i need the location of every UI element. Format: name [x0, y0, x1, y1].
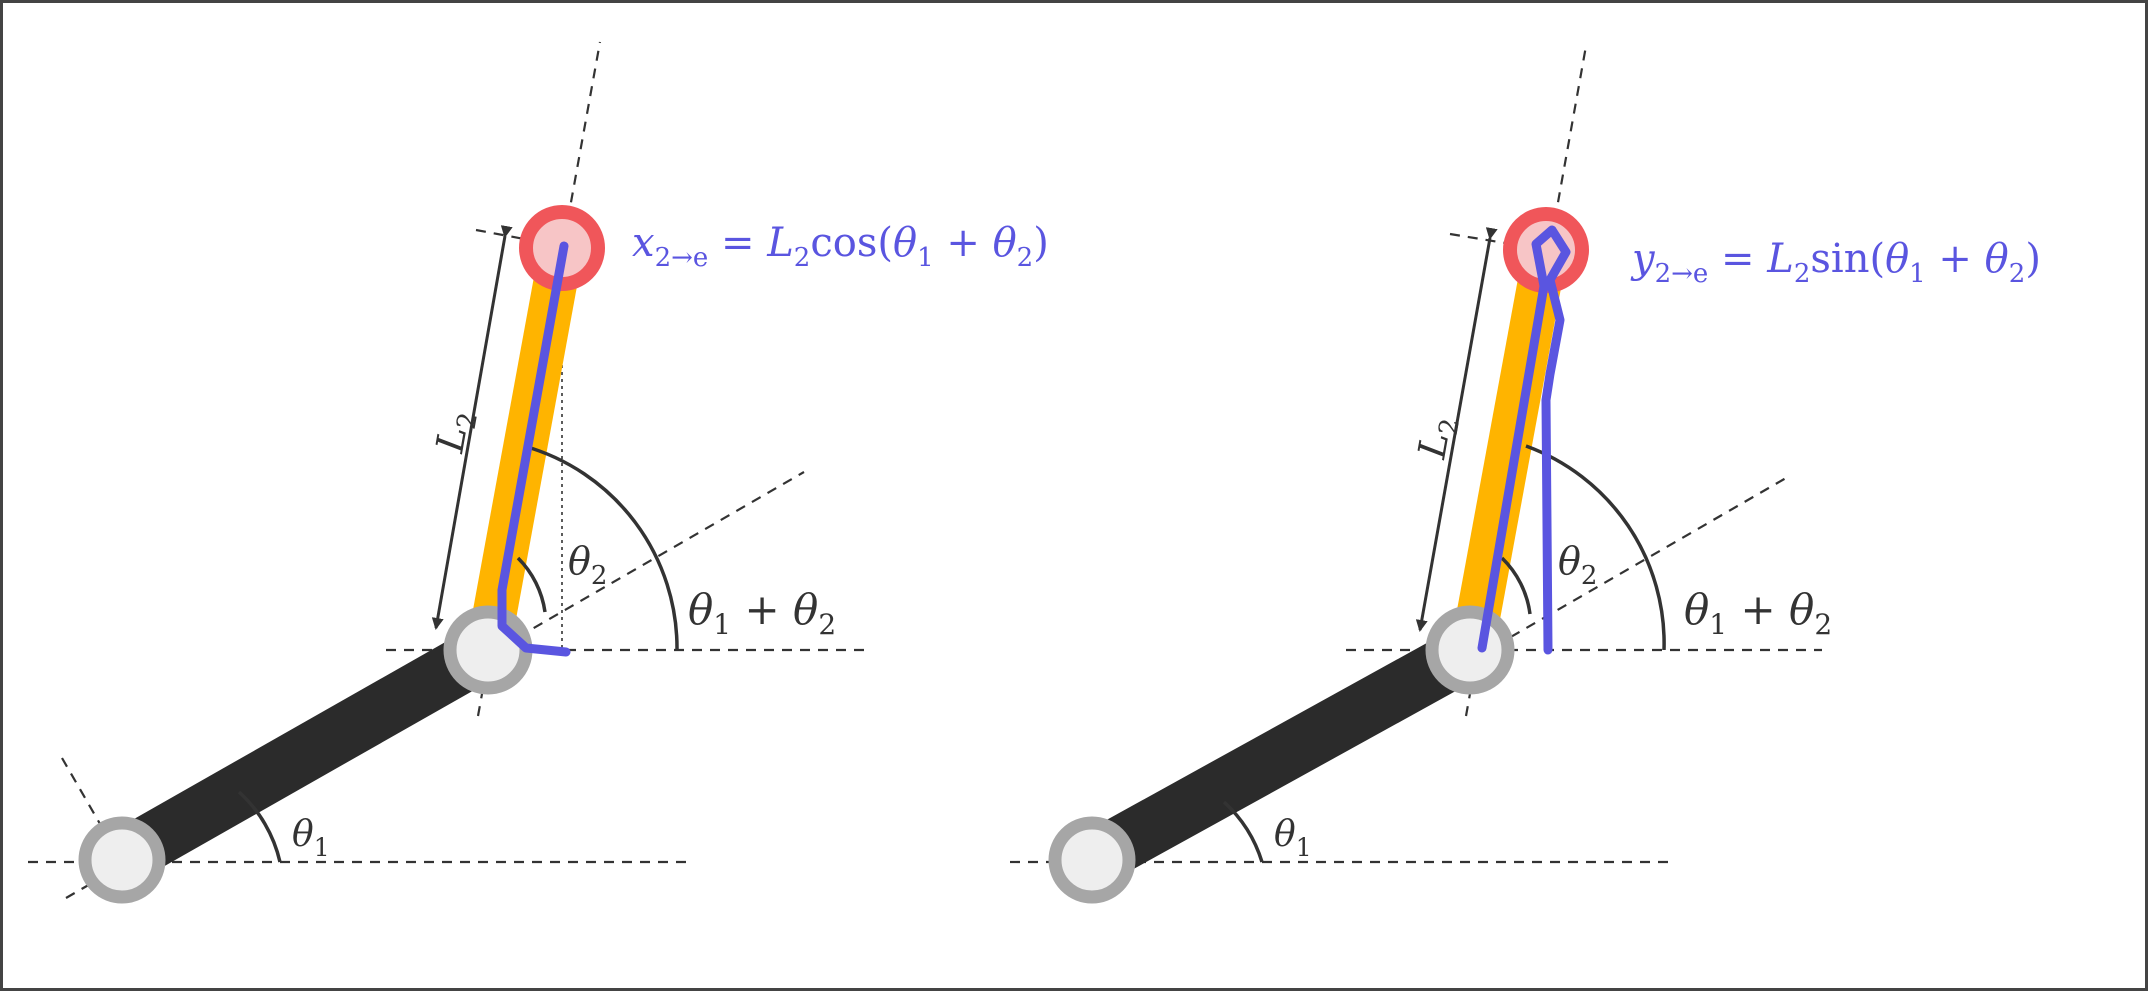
theta1-label: θ1 [1274, 814, 1312, 862]
right-panel: L2 θ1 θ2 θ1 + θ2 y2→e = L2sin(θ1 + θ2) [1010, 45, 2041, 904]
theta2-label: θ2 [568, 539, 607, 591]
theta1-arc [1222, 800, 1264, 863]
l2-label: L2 [427, 407, 484, 458]
theta2-label: θ2 [1558, 539, 1597, 591]
elbow-joint [1425, 605, 1515, 695]
base-perpendicular-dashed-line [61, 757, 123, 863]
l2-dimension-arrow [431, 225, 513, 630]
l2-dimension-arrow [1415, 227, 1498, 632]
l2-label: L2 [1409, 413, 1466, 464]
elbow-joint [443, 605, 533, 695]
theta2-arc [1500, 556, 1532, 615]
link1-extension-dashed-line [65, 471, 805, 899]
theta1-label: θ1 [292, 814, 330, 862]
theta1-plus-theta2-label: θ1 + θ2 [688, 585, 836, 641]
theta2-arc [516, 556, 547, 613]
theta1-plus-theta2-arc [523, 444, 679, 651]
left-panel: L2 θ1 θ2 θ1 + θ2 x2→e = L2cos(θ1 + θ2) [28, 41, 1049, 904]
link-1 [1078, 625, 1486, 885]
base-joint [78, 816, 166, 904]
theta1-plus-theta2-arc [1525, 444, 1666, 651]
x-formula-label: x2→e = L2cos(θ1 + θ2) [632, 220, 1049, 273]
x-projection-trace [497, 241, 571, 657]
theta1-arc [237, 790, 282, 863]
theta1-plus-theta2-label: θ1 + θ2 [1684, 585, 1832, 641]
link-1 [108, 625, 502, 883]
y-formula-label: y2→e = L2sin(θ1 + θ2) [1630, 236, 2041, 289]
base-joint [1048, 816, 1136, 904]
y-projection-trace [1477, 225, 1571, 655]
